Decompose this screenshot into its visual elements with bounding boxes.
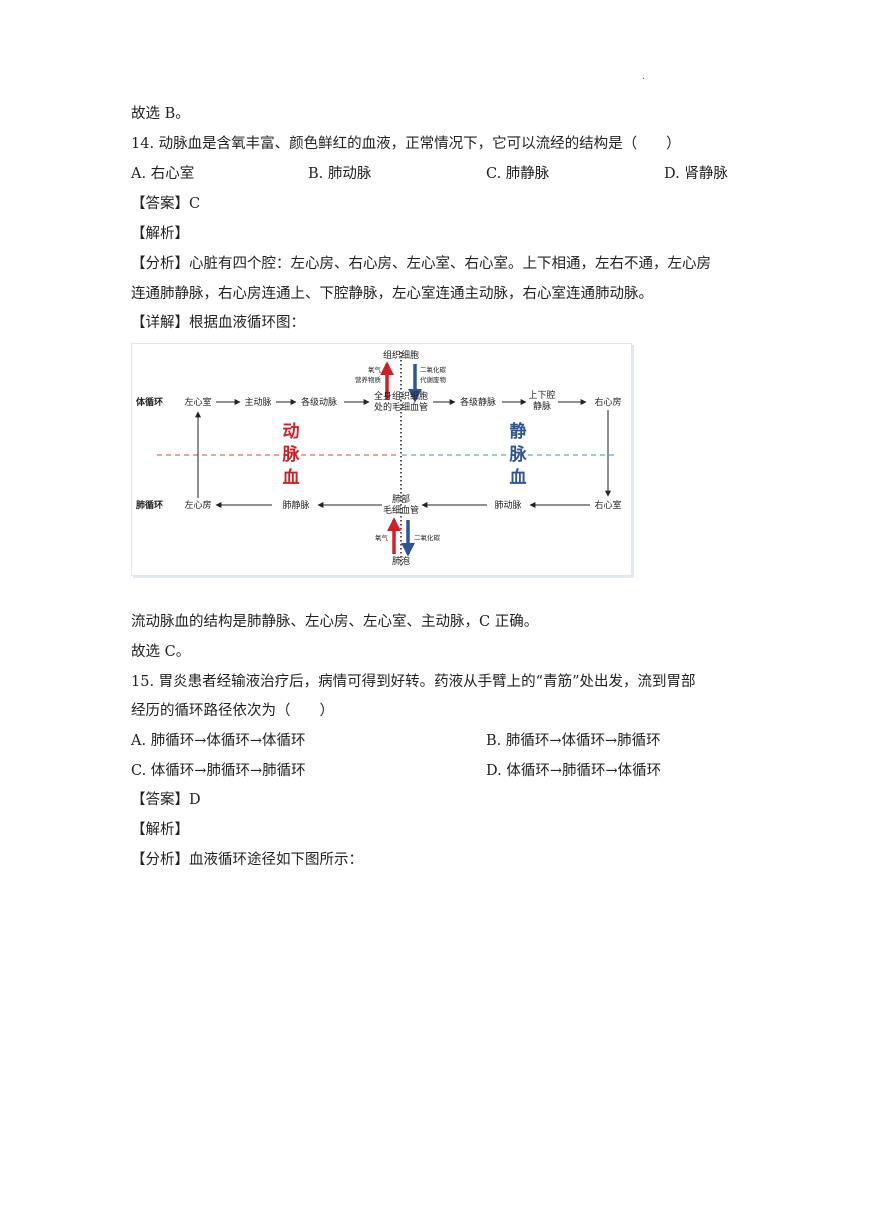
q14-option-b: B. 肺动脉: [308, 166, 372, 182]
alveoli-oxygen-label: 氧气: [375, 533, 389, 542]
venous-blood-char-3: 血: [510, 467, 527, 488]
alveoli-co2-label: 二氧化碳: [414, 533, 441, 542]
previous-answer-choice: 故选 B。: [131, 106, 190, 122]
left-atrium: 左心房: [184, 499, 211, 511]
tissue-cells-label: 组织细胞: [383, 349, 419, 361]
systemic-circulation-label: 体循环: [136, 396, 163, 408]
question-14-stem: 14. 动脉血是含氧丰富、颜色鲜红的血液，正常情况下，它可以流经的结构是（ ）: [131, 136, 681, 152]
right-ventricle: 右心室: [594, 499, 621, 511]
arterial-blood-char-3: 血: [283, 467, 300, 488]
lung-capillaries-line-2: 毛细血管: [383, 504, 419, 516]
q14-analysis-line-1: 【分析】心脏有四个腔：左心房、右心房、左心室、右心室。上下相通，左右不通，左心房: [131, 256, 711, 272]
q14-analysis-label: 【解析】: [131, 226, 189, 242]
q14-option-a: A. 右心室: [131, 166, 195, 182]
pulmonary-artery: 肺动脉: [494, 499, 521, 511]
q15-option-b: B. 肺循环→体循环→肺循环: [486, 733, 661, 749]
q15-option-a: A. 肺循环→体循环→体循环: [131, 733, 306, 749]
venous-blood-char-1: 静: [510, 421, 527, 442]
q15-option-d: D. 体循环→肺循环→体循环: [486, 763, 662, 779]
arterial-blood-char-1: 动: [283, 422, 300, 442]
veins: 各级静脉: [460, 396, 496, 408]
q15-answer: 【答案】D: [131, 792, 201, 808]
body-capillaries-line-1: 全身组织细胞: [374, 390, 428, 402]
co2-label: 二氧化碳: [420, 365, 447, 374]
q15-option-c: C. 体循环→肺循环→肺循环: [131, 763, 306, 779]
q14-detail: 【详解】根据血液循环图：: [131, 315, 305, 331]
alveoli-label: 肺泡: [392, 555, 410, 567]
vena-cava-line-1: 上下腔: [528, 389, 555, 401]
arteries: 各级动脉: [301, 396, 337, 408]
q15-analysis-label: 【解析】: [131, 822, 189, 838]
q14-answer: 【答案】C: [131, 196, 201, 212]
question-15-stem-line-1: 15. 胃炎患者经输液治疗后，病情可得到好转。药液从手臂上的“青筋”处出发，流到…: [131, 674, 696, 690]
lung-capillaries-line-1: 肺部: [392, 493, 410, 505]
q14-conclusion: 流动脉血的结构是肺静脉、左心房、左心室、主动脉，C 正确。: [131, 614, 539, 630]
q15-analysis: 【分析】血液循环途径如下图所示：: [131, 852, 363, 868]
q14-option-c: C. 肺静脉: [486, 166, 550, 182]
question-15-stem-line-2: 经历的循环路径依次为（ ）: [131, 703, 334, 719]
nutrients-label: 营养物质: [355, 375, 382, 384]
body-capillaries-line-2: 处的毛细血管: [374, 401, 428, 413]
q14-analysis-line-2: 连通肺静脉，右心房连通上、下腔静脉，左心室连通主动脉，右心室连通肺动脉。: [131, 286, 653, 302]
left-ventricle: 左心室: [184, 396, 211, 408]
pulmonary-vein: 肺静脉: [282, 499, 309, 511]
oxygen-label: 氧气: [368, 365, 382, 374]
right-atrium: 右心房: [594, 396, 621, 408]
aorta: 主动脉: [244, 396, 271, 408]
waste-label: 代谢废物: [420, 375, 447, 384]
venous-blood-char-2: 脉: [509, 444, 528, 465]
pulmonary-circulation-label: 肺循环: [136, 499, 163, 511]
vena-cava-line-2: 静脉: [533, 400, 551, 412]
header-dot: ·: [642, 74, 646, 85]
arterial-blood-char-2: 脉: [282, 444, 301, 465]
q14-option-d: D. 肾静脉: [664, 166, 728, 182]
q14-choice: 故选 C。: [131, 644, 191, 660]
blood-circulation-diagram: 组织细胞 氧气 营养物质 二氧化碳 代谢废物 体循环 左心室 主动脉 各级动脉 …: [131, 343, 632, 576]
